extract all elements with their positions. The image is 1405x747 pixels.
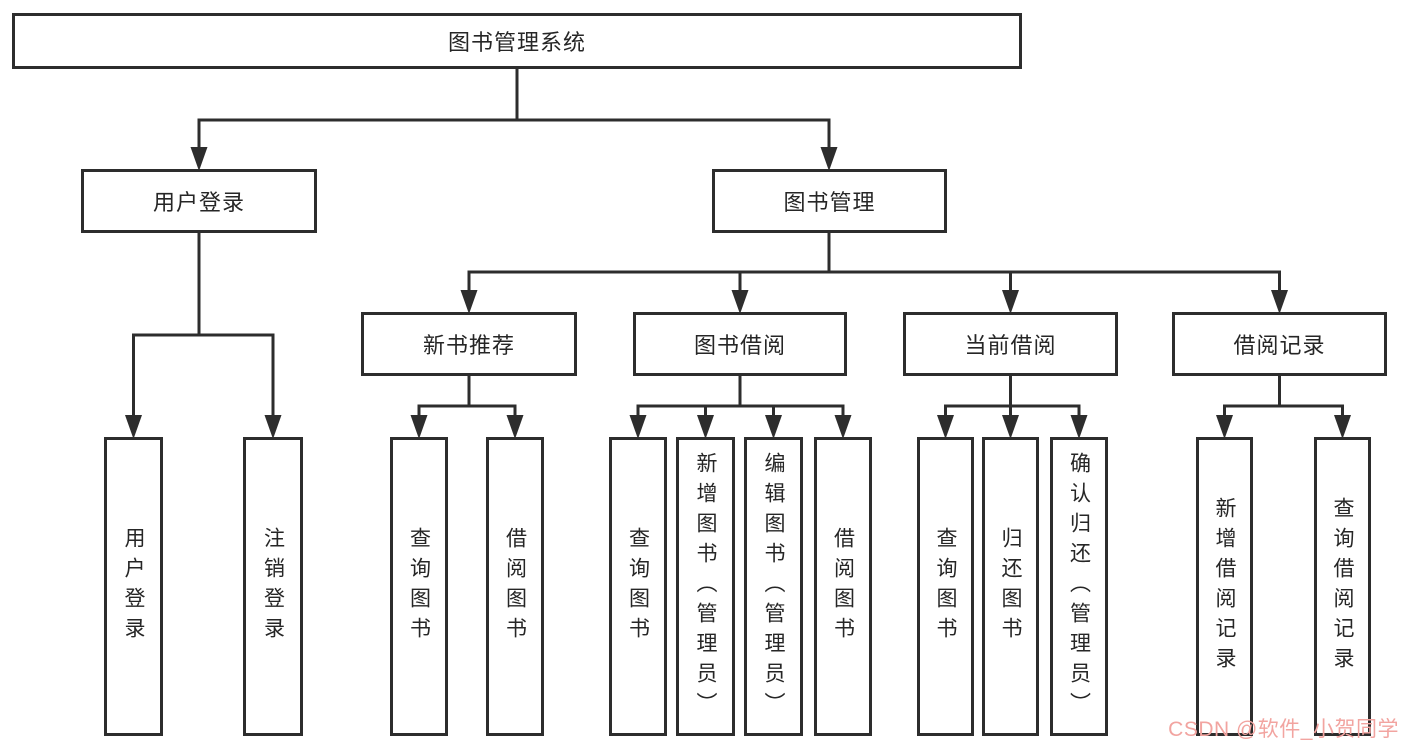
node-label: 借阅图书 [503,526,527,647]
node-label: 用户登录 [152,190,245,215]
node-label: 新书推荐 [422,333,515,358]
leaf-borrow-books: 借阅图书 [814,437,872,736]
leaf-edit-books-admin: 编辑图书（管理员） [744,437,803,736]
node-label: 借阅记录 [1233,333,1326,358]
node-label: 查询图书 [407,526,431,647]
leaf-confirm-return-admin: 确认归还（管理员） [1050,437,1108,736]
node-label: 编辑图书（管理员） [762,451,786,722]
leaf-query-books: 查询图书 [609,437,667,736]
node-user-login: 用户登录 [81,169,317,233]
leaf-add-books-admin: 新增图书（管理员） [676,437,735,736]
node-label: 借阅图书 [831,526,855,647]
leaf-query-books-current: 查询图书 [917,437,974,736]
node-label: 查询图书 [626,526,650,647]
node-label: 新增图书（管理员） [694,451,718,722]
node-label: 查询借阅记录 [1331,496,1355,677]
node-library-system: 图书管理系统 [12,13,1022,69]
node-book-management: 图书管理 [712,169,947,233]
node-label: 注销登录 [261,526,285,647]
node-current-borrowing: 当前借阅 [903,312,1118,376]
node-borrowing-records: 借阅记录 [1172,312,1387,376]
node-label: 新增借阅记录 [1213,496,1237,677]
node-new-book-recommendation: 新书推荐 [361,312,577,376]
node-label: 图书管理 [783,190,876,215]
csdn-watermark: CSDN @软件_小贺同学 [1168,718,1399,741]
node-label: 用户登录 [122,526,146,647]
node-label: 图书管理系统 [447,30,586,55]
node-label: 查询图书 [934,526,958,647]
node-label: 图书借阅 [693,333,786,358]
leaf-user-login: 用户登录 [104,437,163,736]
leaf-add-borrow-record: 新增借阅记录 [1196,437,1253,736]
leaf-query-borrow-record: 查询借阅记录 [1314,437,1371,736]
leaf-query-books-recommend: 查询图书 [390,437,448,736]
node-label: 当前借阅 [964,333,1057,358]
leaf-logout: 注销登录 [243,437,303,736]
node-book-borrowing: 图书借阅 [633,312,847,376]
node-label: 归还图书 [999,526,1023,647]
leaf-borrow-books-recommend: 借阅图书 [486,437,544,736]
leaf-return-books: 归还图书 [982,437,1039,736]
node-label: 确认归还（管理员） [1067,451,1091,722]
